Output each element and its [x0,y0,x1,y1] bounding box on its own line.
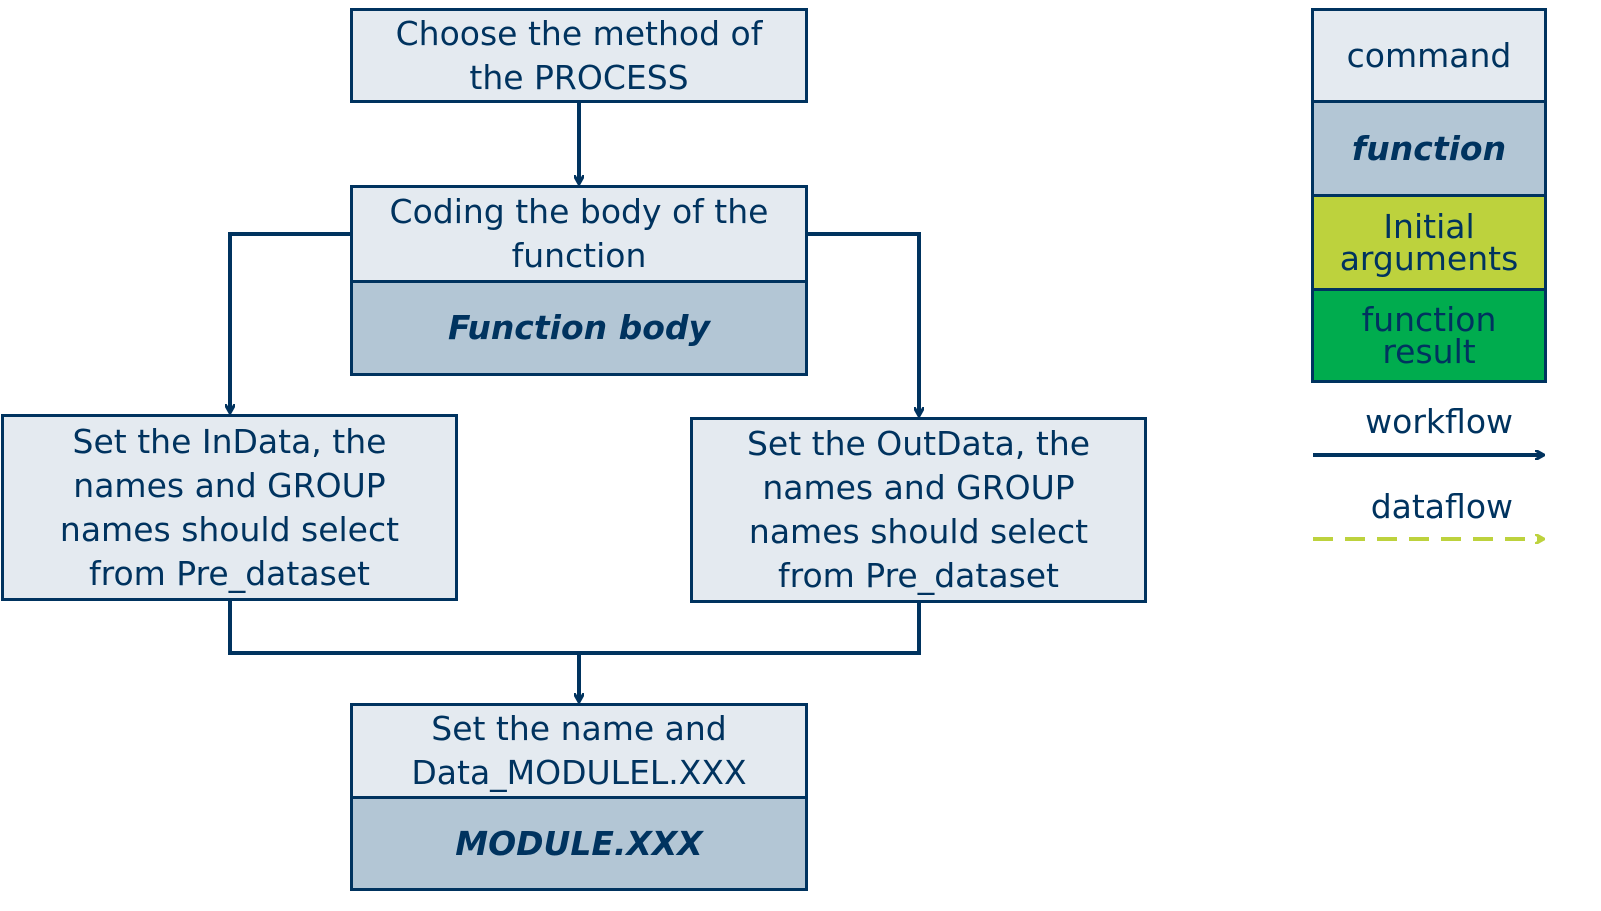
step-set-outdata: Set the OutData, the names and GROUP nam… [690,417,1147,603]
function-body: Function body [350,280,808,376]
step-coding-body: Coding the body of the function [350,185,808,283]
legend-function: function [1311,100,1547,197]
legend-initial-arguments: Initial arguments [1311,194,1547,291]
arrow-coding-to-indata [230,232,351,412]
step-set-indata: Set the InData, the names and GROUP name… [1,414,458,601]
legend-workflow-label: workflow [1365,402,1513,441]
legend-command: command [1311,8,1547,103]
legend-function-result: function result [1311,288,1547,383]
module-xxx: MODULE.XXX [350,796,808,891]
legend-dataflow-label: dataflow [1370,487,1513,526]
step-set-name: Set the name and Data_MODULEL.XXX [350,703,808,799]
arrow-coding-to-outdata [807,232,919,415]
step-choose-method: Choose the method of the PROCESS [350,8,808,103]
line-indata-merge [228,600,921,655]
